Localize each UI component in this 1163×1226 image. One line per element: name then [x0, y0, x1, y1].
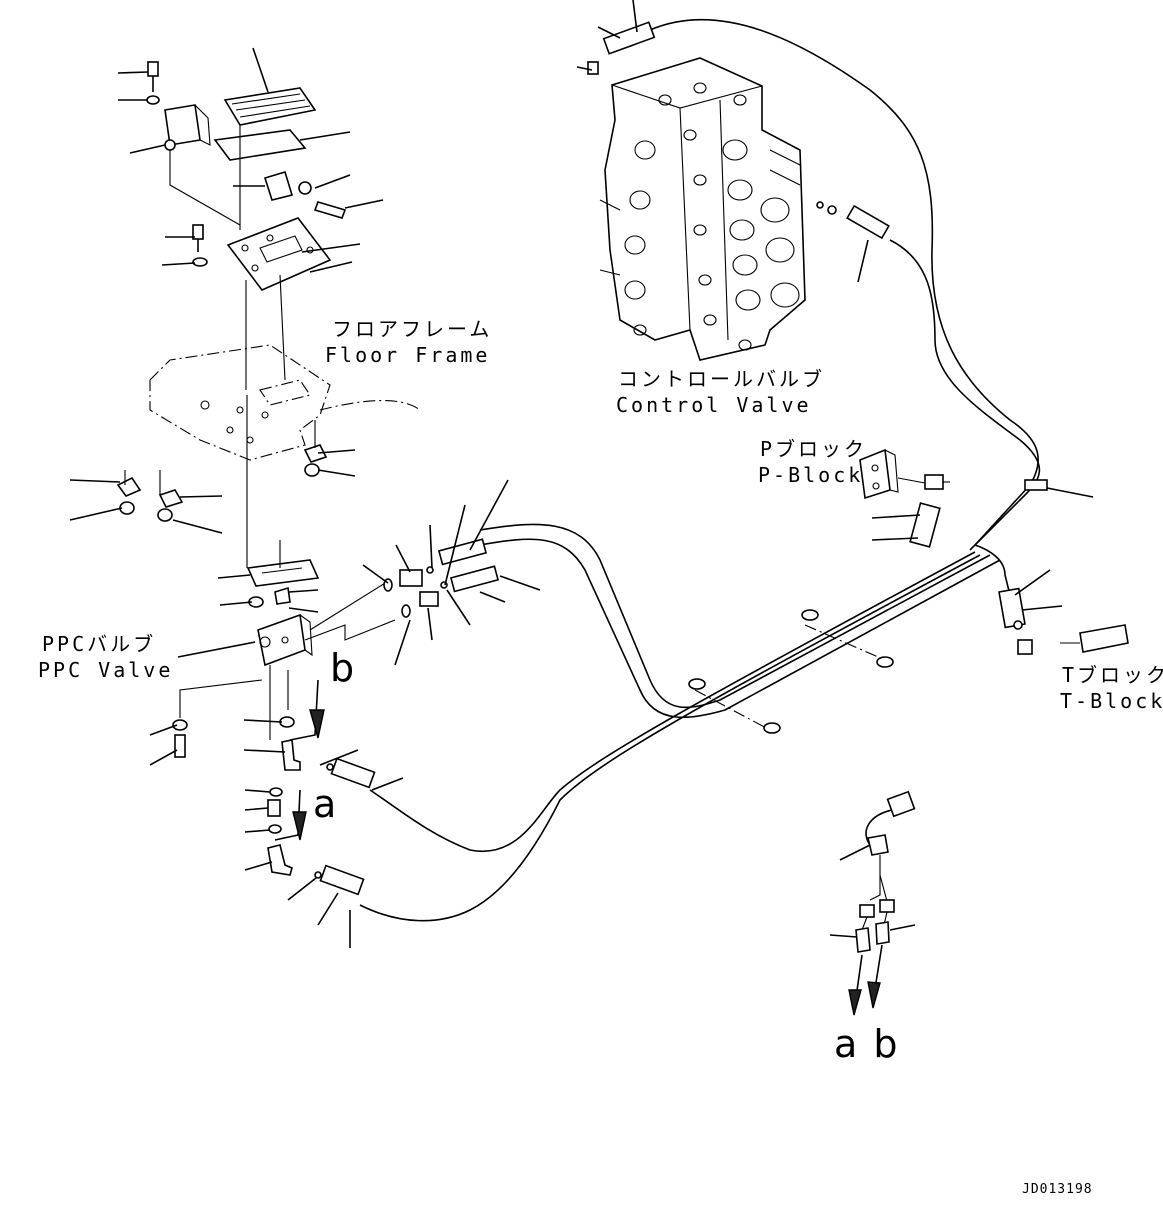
control-valve-label-ja: コントロールバルブ — [618, 367, 825, 391]
p-block-label-en: P-Block — [758, 463, 864, 487]
control-valve-label-en: Control Valve — [616, 393, 812, 417]
ppc-valve-label-en: PPC Valve — [38, 658, 174, 682]
pilot-hoses-right — [649, 18, 1041, 596]
frame-clamps — [116, 420, 328, 522]
floor-frame-label-ja: フロアフレーム — [332, 317, 493, 341]
pipe-clamps — [688, 609, 894, 734]
t-block-label-ja: Tブロック — [1062, 663, 1163, 687]
t-block-label-en: T-Block — [1060, 689, 1163, 713]
port-mark-a: a — [313, 782, 337, 826]
control-valve-body — [599, 57, 806, 361]
port-mark-b: b — [330, 646, 355, 690]
port-mark-ab: a b — [834, 1022, 900, 1066]
p-block-label-ja: Pブロック — [760, 437, 868, 461]
floor-frame-label-en: Floor Frame — [325, 343, 491, 367]
callout-leaders — [69, 0, 1094, 948]
ppc-valve-label-ja: PPCバルブ — [42, 632, 157, 656]
p-block — [859, 448, 950, 548]
ppc-valve — [179, 395, 396, 740]
drawing-code: JD013198 — [1022, 1182, 1093, 1197]
pedal-assembly — [146, 61, 347, 390]
pressure-switch-harness — [848, 790, 916, 1016]
ppc-fittings — [172, 716, 376, 896]
port-arrows — [274, 679, 325, 841]
upper-hose-fittings — [383, 538, 500, 618]
main-pipe-bundle — [359, 523, 1001, 922]
control-valve-fittings — [587, 21, 1048, 491]
t-block — [998, 587, 1129, 655]
